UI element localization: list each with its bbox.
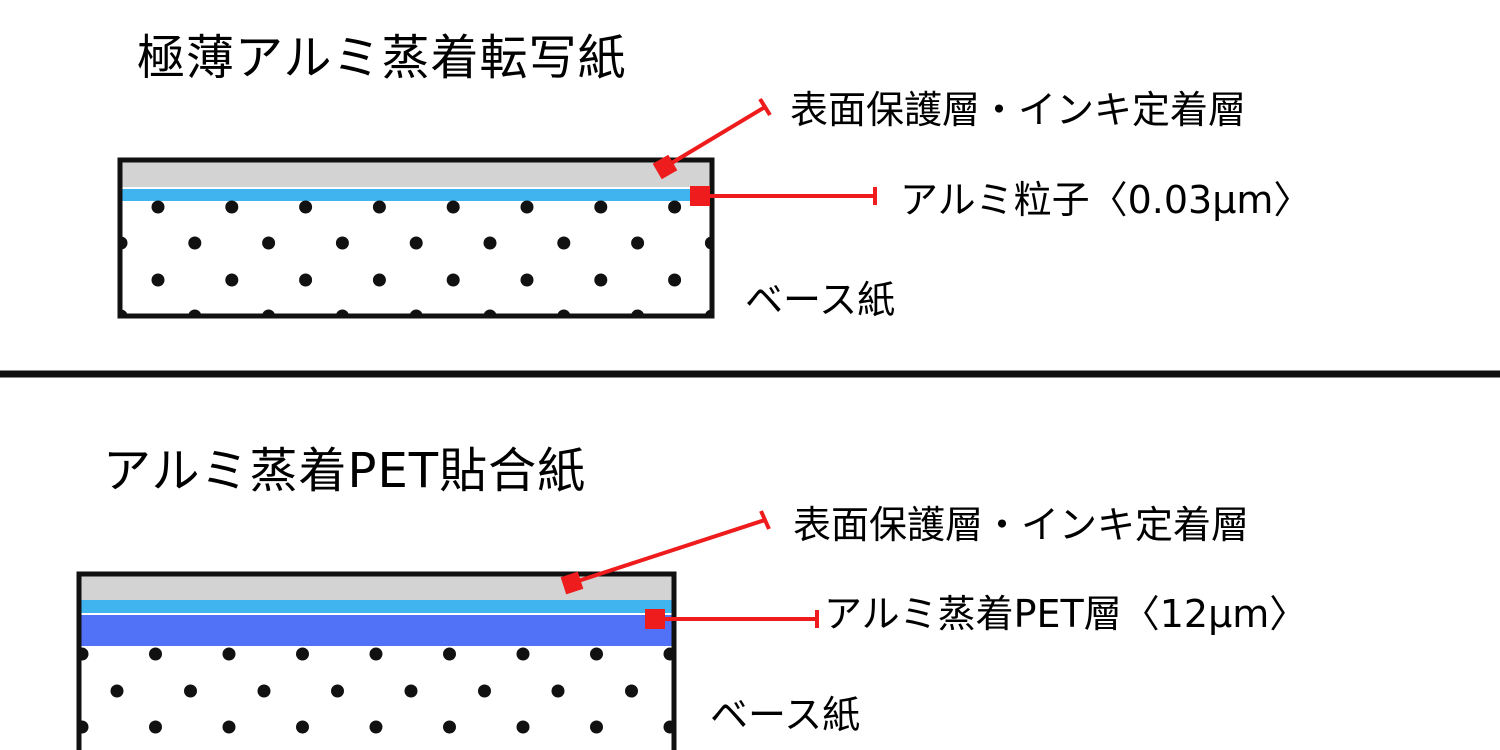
bottom-base-paper-dot [369,720,383,734]
top-base-paper-dot [483,236,497,250]
bottom-base-paper-dot [369,647,383,661]
bottom-base-paper-dot [663,720,674,734]
bottom-pet-leader-marker [645,609,665,629]
bottom-base-paper-dot [296,720,309,734]
bottom-base-paper-dot [663,647,674,661]
bottom-protective-label: 表面保護層・インキ定着層 [793,503,1249,547]
bottom-cross-section-outline [76,571,677,750]
top-base-paper-dot [225,273,239,287]
bottom-base-paper-dot [516,647,530,661]
top-base-paper-dot [742,201,755,214]
top-base-paper-dot [668,200,682,214]
top-cross-section-outline [117,157,715,319]
top-base-paper-dot [594,273,608,287]
top-base-paper-dot [299,273,313,287]
top-base-paper-dot [372,200,386,214]
top-base-paper-dot [225,200,239,214]
top-base-paper-dot [299,200,313,214]
top-protective-layer [120,160,712,188]
bottom-base-paper-dot [404,684,418,698]
bottom-base-paper-dot [222,647,236,661]
bottom-pet-label: アルミ蒸着PET層〈12μm〉 [824,592,1307,636]
top-base-paper-dot [262,236,276,250]
bottom-protective-leader-tick [759,510,771,530]
bottom-base-paper-dot [443,720,456,734]
bottom-base-paper-dot [516,720,530,734]
bottom-base-paper-dot [551,684,565,698]
top-base-paper-dot [520,273,534,287]
bottom-base-paper-dot [443,647,456,661]
top-base-paper-dots [120,200,755,316]
top-base-paper-dot [151,200,165,214]
top-aluminum-leader [690,186,877,206]
top-base-paper-dot [446,273,460,287]
bottom-pet-leader [645,609,819,629]
top-aluminum-label: アルミ粒子〈0.03μm〉 [900,178,1311,222]
bottom-pet-layer [79,615,674,646]
top-base-paper-dot [372,273,386,287]
bottom-diagram: アルミ蒸着PET貼合紙 表面保護層・インキ定着層 アルミ蒸着PET層〈12μm〉… [76,443,1307,750]
bottom-protective-leader [560,510,771,595]
bottom-base-paper-dot [478,684,491,698]
top-protective-leader-line [663,105,767,169]
bottom-protective-leader-marker [560,571,584,595]
top-base-label: ベース紙 [745,278,895,322]
bottom-base-paper-dot [296,647,309,661]
bottom-diagram-title: アルミ蒸着PET貼合紙 [103,443,586,499]
top-protective-leader-tick [758,97,772,117]
bottom-base-paper-dot [257,684,271,698]
top-base-paper-dot [557,236,571,250]
top-cross-section [117,157,755,319]
bottom-base-paper-dot [184,684,197,698]
bottom-base-paper-dot [222,720,236,734]
bottom-base-label: ベース紙 [710,693,860,737]
top-aluminum-layer [120,189,712,201]
top-base-paper-dot [335,236,349,250]
top-base-paper-dot [188,236,202,250]
top-protective-leader-marker [652,154,678,180]
top-base-paper-dot [520,200,534,214]
top-aluminum-leader-marker [690,186,710,206]
bottom-base-paper-dot [590,720,603,734]
bottom-base-paper-dot [331,684,344,698]
bottom-base-paper-dots [79,647,674,734]
top-base-paper-dot [151,273,165,287]
top-protective-label: 表面保護層・インキ定着層 [790,88,1246,132]
bottom-base-paper-dot [625,684,638,698]
top-base-paper-dot [409,236,423,250]
bottom-base-paper-dot [590,647,603,661]
top-protective-leader [652,97,772,180]
top-base-paper-dot [594,200,608,214]
top-diagram: 極薄アルミ蒸着転写紙 表面保護層・インキ定着層 アルミ粒子〈0.03μm〉 ベー… [117,30,1311,322]
bottom-base-paper-dot [149,720,162,734]
top-base-paper-dot [446,200,460,214]
bottom-protective-leader-line [571,518,766,585]
bottom-base-paper-dot [149,647,162,661]
bottom-aluminum-layer [79,600,674,614]
bottom-base-paper-dot [110,684,124,698]
top-base-paper-dot [668,273,682,287]
bottom-cross-section [76,571,677,750]
top-diagram-title: 極薄アルミ蒸着転写紙 [137,30,627,86]
top-base-paper-dot [631,236,645,250]
